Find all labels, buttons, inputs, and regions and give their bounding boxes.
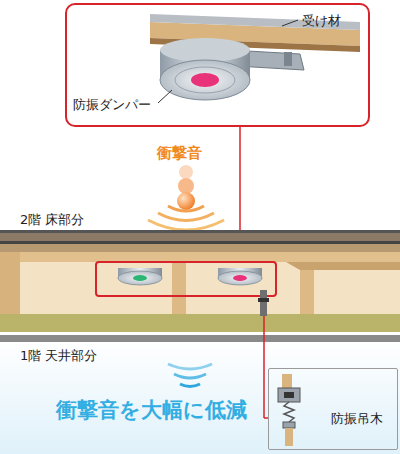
floor-slab-part: [0, 241, 400, 244]
damper-large-part: [191, 73, 219, 87]
damper-large-part: [160, 60, 250, 100]
joists-part: [172, 262, 186, 314]
damper-large: [160, 38, 250, 100]
hanger-detail-part: [284, 402, 294, 422]
ceiling-part: [0, 332, 400, 335]
lower-room-part: [0, 340, 400, 454]
joists-part: [0, 252, 400, 262]
leader-line-part: [282, 20, 298, 26]
floor-slab: [0, 230, 400, 252]
part-label: 防振吊木: [331, 411, 383, 427]
sound-label: 衝撃音: [157, 144, 202, 162]
lower-room: [0, 340, 400, 454]
floor-slab-part: [0, 230, 400, 233]
callout-box: 受け材防振ダンパー: [65, 3, 370, 127]
impact-sound: [148, 165, 224, 230]
damper-small-part: [218, 271, 262, 285]
impact-sound-part: [148, 220, 224, 230]
highlight-frame-part: [96, 262, 276, 296]
hanger-part: [258, 298, 269, 302]
damper-small: [118, 268, 262, 285]
floor-slab-part: [0, 244, 400, 252]
joists-part: [286, 262, 400, 270]
part-label: 防振ダンパー: [73, 97, 151, 113]
part-label: 受け材: [302, 13, 341, 29]
damper-bracket-part: [284, 52, 292, 66]
damper-small-part: [133, 275, 147, 281]
beam-part: [150, 14, 360, 30]
damper-small-part: [118, 271, 162, 285]
ceiling-part: [0, 335, 400, 342]
reduced-sound: [168, 364, 212, 387]
ceiling-part: [0, 314, 400, 332]
floor-label: 2階 床部分: [20, 212, 84, 228]
hanger: [258, 290, 269, 316]
impact-sound-part: [179, 165, 193, 179]
damper-large-part: [160, 38, 250, 62]
ceiling-label: 1階 天井部分: [20, 348, 97, 364]
callout-line-part: [263, 316, 265, 418]
hanger-detail-part: [278, 388, 300, 402]
hanger-part: [260, 290, 267, 316]
floor-slab-part: [0, 233, 400, 241]
leader-line: [158, 20, 298, 103]
impact-sound-part: [178, 178, 194, 194]
joists: [0, 252, 400, 322]
leader-line-part: [158, 90, 172, 103]
ceiling: [0, 314, 400, 342]
hanger-detail: [278, 374, 300, 446]
highlight-frame: [96, 262, 276, 296]
reduced-sound-part: [168, 364, 212, 369]
joists-part: [0, 252, 20, 322]
impact-sound-part: [168, 206, 204, 211]
joists-part: [0, 252, 400, 314]
impact-sound-part: [158, 213, 214, 221]
reduced-sound-part: [180, 384, 200, 387]
hanger-detail-part: [285, 428, 293, 446]
impact-sound-part: [177, 192, 195, 210]
reduced-sound-part: [174, 374, 206, 378]
hanger-detail-part: [282, 374, 292, 388]
result-label: 衝撃音を大幅に低減: [56, 398, 247, 423]
hanger-detail-part: [283, 422, 295, 428]
damper-large-part: [175, 67, 235, 93]
damper-small-part: [233, 275, 247, 281]
callout-box: 防振吊木: [268, 368, 398, 450]
hanger-detail-part: [284, 392, 294, 398]
